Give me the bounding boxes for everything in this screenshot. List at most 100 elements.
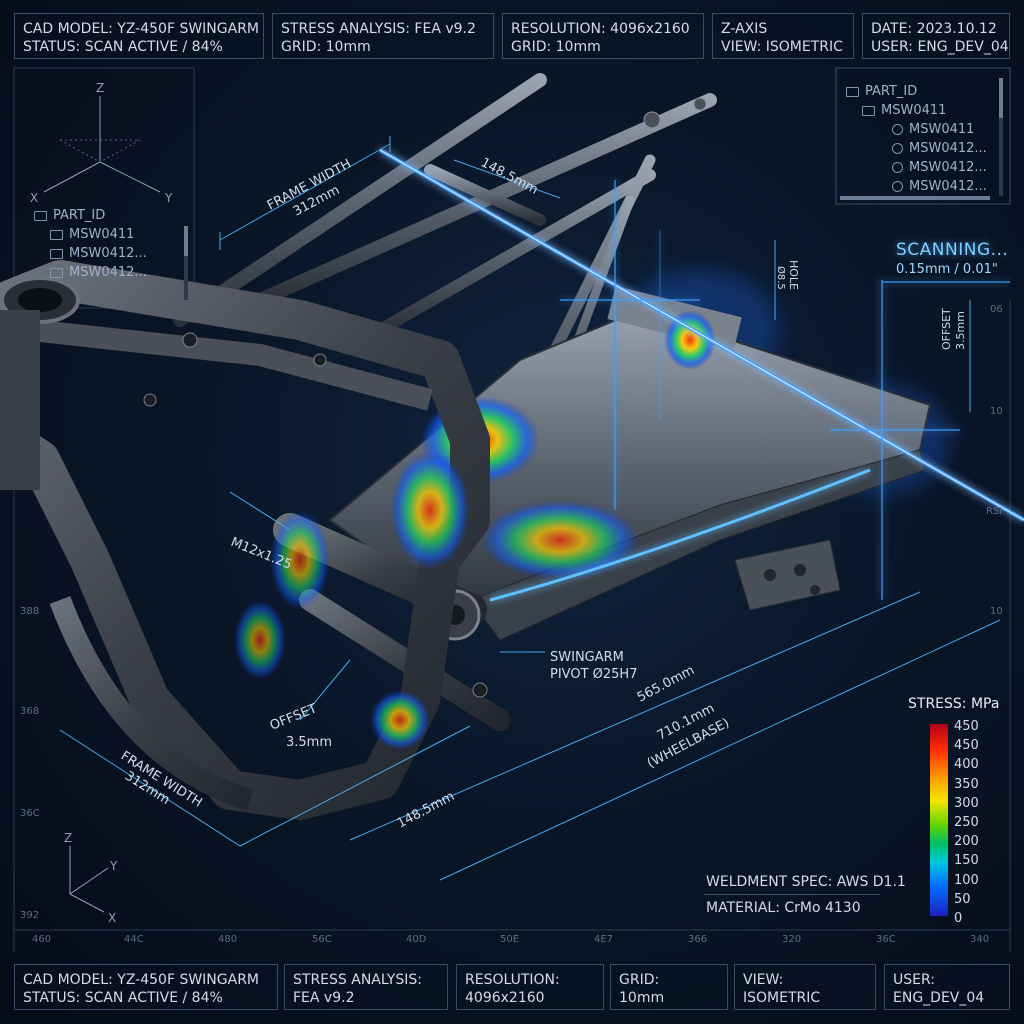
legend-value: 400 [954, 757, 979, 773]
dim-offset-right: OFFSET [940, 308, 953, 350]
legend-value: 50 [954, 891, 971, 907]
ruler-l-0: 388 [20, 606, 39, 617]
legend-value: 150 [954, 853, 979, 869]
footer-view-panel: VIEW: ISOMETRIC [734, 964, 876, 1010]
axis-top-y: Y [164, 191, 173, 205]
left-tree-box [13, 67, 195, 309]
tree-item[interactable]: MSW0411 [846, 120, 987, 139]
header-date-panel: DATE: 2023.10.12 USER: ENG_DEV_04 [862, 13, 1010, 59]
date-label: DATE: 2023.10.12 [871, 21, 997, 37]
footer-user-label: USER: [893, 972, 935, 988]
dim-565: 565.0mm [635, 663, 697, 706]
legend-value: 0 [954, 911, 963, 927]
tree-item-label: MSW0411 [909, 122, 975, 137]
tree-item[interactable]: MSW0412... [34, 244, 147, 263]
folder-icon [50, 229, 63, 240]
tree-root-right[interactable]: PART_ID [846, 82, 987, 101]
analysis-label: STRESS ANALYSIS: FEA v9.2 [281, 21, 476, 37]
legend-value: 450 [954, 738, 979, 754]
footer-analysis-label: STRESS ANALYSIS: [293, 972, 422, 988]
grid-label-2: GRID: 10mm [511, 39, 601, 55]
tree-root-label: PART_ID [865, 84, 918, 99]
ruler-l-2: 36C [20, 808, 40, 819]
folder-icon [862, 105, 875, 116]
ruler-l-3: 392 [20, 910, 39, 921]
right-tree-box [835, 67, 1011, 205]
footer-view-value: ISOMETRIC [743, 990, 821, 1006]
user-label: USER: ENG_DEV_04 [871, 39, 1009, 55]
tree-right-scrollbar[interactable] [999, 78, 1003, 196]
part-tree-left: PART_ID MSW0411 MSW0412... MSW0412... [34, 206, 147, 282]
tree-item-label: MSW0412... [69, 265, 147, 280]
part-icon [892, 124, 903, 135]
header-view-panel: Z-AXIS VIEW: ISOMETRIC [712, 13, 854, 59]
legend-value: 100 [954, 872, 979, 888]
tree-item[interactable]: MSW0412... [846, 158, 987, 177]
ruler-r-1: 10 [990, 406, 1003, 417]
footer-model-label: CAD MODEL: YZ-450F SWINGARM [23, 972, 260, 988]
tree-item-label: MSW0412... [909, 179, 987, 194]
ruler-r-2: RSI [986, 506, 1002, 517]
footer-grid-label: GRID: [619, 972, 660, 988]
tree-right-hscrollbar[interactable] [840, 196, 990, 200]
ruler-b-6: 4E7 [594, 934, 613, 945]
tree-root-label: PART_ID [53, 208, 106, 223]
ruler-b-1: 44C [124, 934, 144, 945]
tree-item[interactable]: MSW0411 [34, 225, 147, 244]
tree-item[interactable]: MSW0412... [34, 263, 147, 282]
footer-resolution-value: 4096x2160 [465, 990, 545, 1006]
header-model-panel: CAD MODEL: YZ-450F SWINGARM STATUS: SCAN… [14, 13, 264, 59]
tree-folder-right[interactable]: MSW0411 [846, 101, 987, 120]
dim-hole-val: Ø8.5 [775, 266, 787, 290]
ruler-r-3: 10 [990, 606, 1003, 617]
ruler-b-7: 366 [688, 934, 707, 945]
axis-label: Z-AXIS [721, 21, 768, 37]
ruler-b-4: 40D [406, 934, 427, 945]
footer-resolution-label: RESOLUTION: [465, 972, 560, 988]
dim-offset-right-val: 3.5mm [954, 311, 967, 350]
footer-status-label: STATUS: SCAN ACTIVE / 84% [23, 990, 223, 1006]
tree-folder-label: MSW0411 [881, 103, 947, 118]
legend-value: 450 [954, 719, 979, 734]
footer-user-value: ENG_DEV_04 [893, 990, 985, 1006]
stress-legend-values: 450 450 400 350 300 250 200 150 100 50 0 [954, 717, 979, 928]
scan-beams[interactable] [379, 148, 1024, 600]
tree-item[interactable]: MSW0412... [846, 139, 987, 158]
ruler-b-3: 56C [312, 934, 332, 945]
stress-legend-colorbar [930, 724, 948, 916]
ruler-b-2: 480 [218, 934, 237, 945]
footer-analysis-value: FEA v9.2 [293, 990, 355, 1006]
part-icon [892, 162, 903, 173]
axis-bottom-z: Z [64, 831, 72, 845]
ruler-r-0: 06 [990, 304, 1003, 315]
folder-icon [34, 210, 47, 221]
grid-label: GRID: 10mm [281, 39, 371, 55]
legend-value: 200 [954, 834, 979, 850]
footer-grid-value: 10mm [619, 990, 665, 1006]
axis-top-x: X [30, 191, 38, 205]
ruler-b-5: 50E [500, 934, 519, 945]
footer-grid-panel: GRID: 10mm [610, 964, 728, 1010]
view-label: VIEW: ISOMETRIC [721, 39, 843, 55]
material-spec: MATERIAL: CrMo 4130 [706, 900, 861, 916]
weldment-spec: WELDMENT SPEC: AWS D1.1 [706, 874, 906, 890]
dim-pivot: SWINGARM [550, 650, 624, 665]
model-label: CAD MODEL: YZ-450F SWINGARM [23, 21, 260, 37]
legend-value: 250 [954, 815, 979, 831]
axis-bottom-y: Y [109, 859, 118, 873]
tree-item-label: MSW0412... [909, 141, 987, 156]
tree-root-left[interactable]: PART_ID [34, 206, 147, 225]
ruler-b-0: 460 [32, 934, 51, 945]
tree-item[interactable]: MSW0412... [846, 177, 987, 196]
tree-left-scrollbar[interactable] [184, 226, 188, 300]
note-divider [704, 894, 880, 895]
legend-value: 300 [954, 795, 979, 811]
dim-hole: HOLE [787, 260, 800, 290]
dim-offset-left-val: 3.5mm [286, 735, 332, 750]
folder-icon [50, 248, 63, 259]
tree-item-label: MSW0412... [909, 160, 987, 175]
main-frame [0, 260, 490, 820]
part-tree-right: PART_ID MSW0411 MSW0411 MSW0412... MSW04… [846, 82, 987, 196]
scan-status-sub: 0.15mm / 0.01" [896, 262, 998, 277]
